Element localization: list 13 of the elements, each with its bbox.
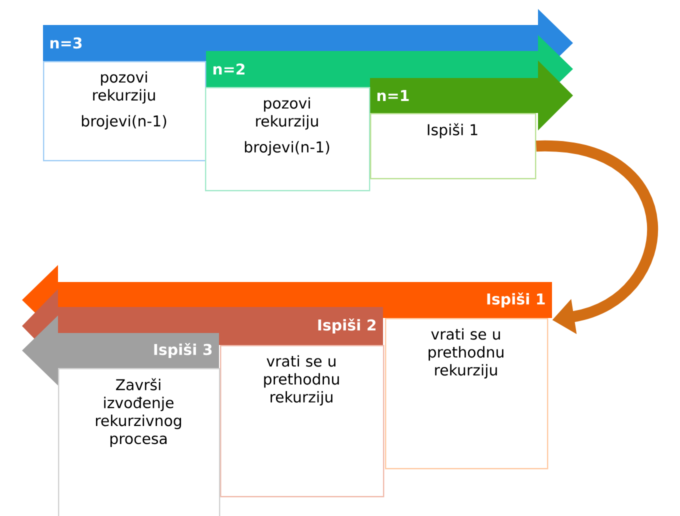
node-label: Ispiši 3 [154,342,212,358]
step-box: Ispiši 1 vrati se u prethodnu rekurziju [385,292,548,470]
node-label: n=1 [377,90,409,101]
step-box: n=2 pozovi rekurziju brojevi(n-1) [205,63,370,192]
step-box: Ispiši 3 Završi izvođenje rekurzivnog procesa [58,342,220,516]
node-label: n=2 [213,63,244,75]
node-label: n=3 [50,37,82,49]
node-label: Ispiši 1 [487,292,545,308]
node-label: Ispiši 2 [318,318,376,334]
curved-arrow [536,140,658,334]
step-box: n=1 Ispiši 1 [370,90,536,180]
step-box: n=3 pozovi rekurziju brojevi(n-1) [43,37,206,162]
step-box: Ispiši 2 vrati se u prethodnu rekurziju [220,318,384,498]
